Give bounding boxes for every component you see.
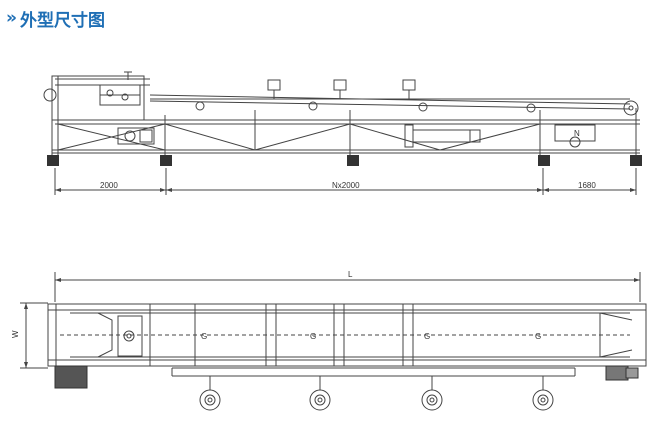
idler-label-3: G xyxy=(424,332,430,341)
dim-width: W xyxy=(11,330,20,338)
dim-left: 2000 xyxy=(100,181,118,190)
section-title: ›› 外型尺寸图 xyxy=(6,5,105,31)
chevron-icon: ›› xyxy=(6,8,17,28)
dim-length: L xyxy=(348,270,353,279)
dim-middle: Nx2000 xyxy=(332,181,360,190)
idler-label-4: G xyxy=(535,332,541,341)
idler-label-2: G xyxy=(310,332,316,341)
side-view: N xyxy=(43,71,642,195)
top-view: G G G G xyxy=(20,272,647,411)
motor-label: N xyxy=(574,129,580,138)
idler-label-1: G xyxy=(201,332,207,341)
section-title-text: 外型尺寸图 xyxy=(20,10,106,31)
dim-right: 1680 xyxy=(578,181,596,190)
